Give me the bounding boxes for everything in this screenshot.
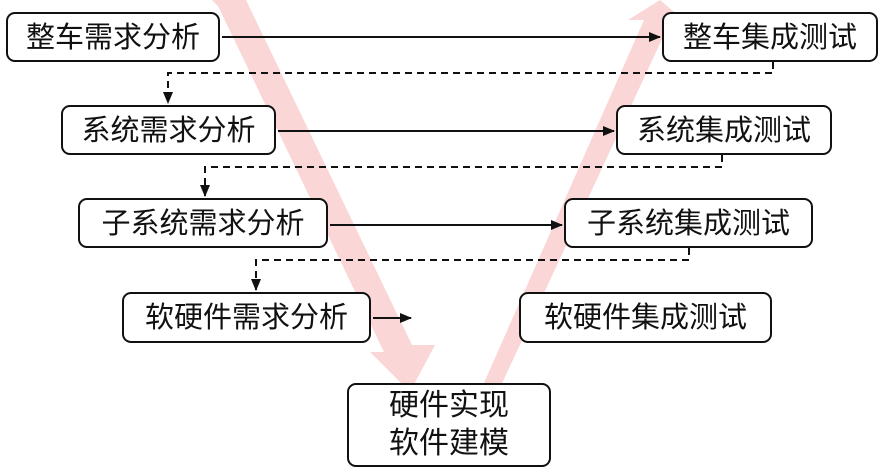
v-right-ascending-band <box>452 0 686 392</box>
v-left-descending-band <box>212 0 435 392</box>
box-hw-sw-requirements: 软硬件需求分析 <box>122 292 371 343</box>
dashed-arrow-2 <box>200 155 723 197</box>
dashed-arrow-1 <box>163 62 774 104</box>
box-implementation: 硬件实现 软件建模 <box>347 383 551 467</box>
dashed-arrow-3 <box>251 248 690 291</box>
box-vehicle-requirements: 整车需求分析 <box>6 12 220 62</box>
implementation-line-software: 软件建模 <box>389 426 509 461</box>
v-shape-arrows <box>212 0 686 392</box>
box-system-integration-test: 系统集成测试 <box>616 105 832 155</box>
box-vehicle-integration-test: 整车集成测试 <box>662 12 878 62</box>
box-hw-sw-integration-test: 软硬件集成测试 <box>519 292 772 343</box>
box-subsystem-integration-test: 子系统集成测试 <box>564 198 813 248</box>
box-subsystem-requirements: 子系统需求分析 <box>78 198 328 248</box>
implementation-line-hardware: 硬件实现 <box>389 388 509 423</box>
dashed-arrows <box>163 62 774 291</box>
box-system-requirements: 系统需求分析 <box>61 105 276 155</box>
solid-arrows <box>222 32 661 323</box>
